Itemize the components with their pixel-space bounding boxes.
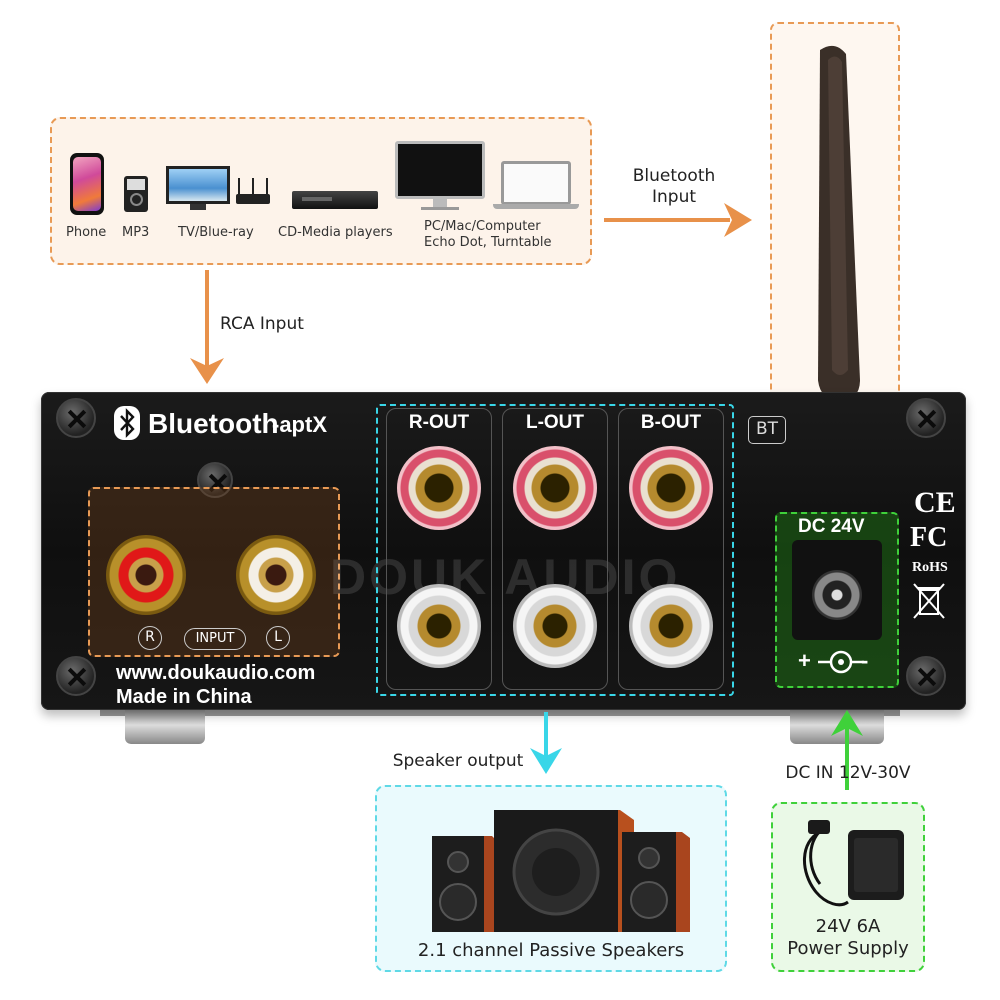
rca-input-label: RCA Input [220, 314, 304, 334]
screw-icon [906, 398, 946, 438]
speaker-output-box [376, 404, 734, 696]
speaker-output-label: Speaker output [392, 751, 524, 771]
dc-arrow-head-icon [831, 710, 863, 736]
binding-post-r-red [397, 446, 481, 530]
binding-post-l-black [513, 584, 597, 668]
screw-icon [906, 656, 946, 696]
r-out-label: R-OUT [408, 412, 470, 433]
phone-icon [70, 153, 104, 215]
device-label-computer: PC/Mac/Computer [424, 219, 541, 234]
binding-post-l-red [513, 446, 597, 530]
rca-arrow-head-icon [190, 358, 224, 384]
weee-bin-icon [913, 583, 945, 619]
brand-suffix: -aptX [272, 412, 327, 437]
bluetooth-logo-icon [114, 406, 140, 440]
bluetooth-input-label: Bluetooth Input [632, 166, 716, 207]
tv-router-icon [166, 166, 272, 212]
fc-mark: FC [910, 522, 948, 553]
dc-arrow [845, 726, 849, 790]
binding-post-r-black [397, 584, 481, 668]
amp-feet [100, 706, 900, 716]
made-in-text: Made in China [116, 686, 252, 708]
website-text: www.doukaudio.com [116, 662, 316, 684]
mp3-player-icon [124, 176, 148, 212]
screw-icon [56, 398, 96, 438]
screw-icon [56, 656, 96, 696]
source-devices-box: Phone MP3 TV/Blue-ray CD-Media players P… [50, 117, 592, 265]
device-label-tv: TV/Blue-ray [178, 225, 254, 240]
screw-icon [197, 462, 233, 498]
device-label-echo: Echo Dot, Turntable [424, 235, 552, 250]
bt-label: BT [748, 416, 786, 444]
bluetooth-arrow-head-icon [724, 203, 752, 237]
device-label-mp3: MP3 [122, 225, 150, 240]
power-adapter-icon [803, 820, 904, 907]
speaker-arrow-head-icon [530, 748, 562, 774]
rca-jack-right [106, 535, 186, 615]
input-l-label: L [266, 626, 290, 650]
input-r-label: R [138, 626, 162, 650]
device-label-cd: CD-Media players [278, 225, 393, 240]
speakers-icon [432, 810, 690, 932]
cd-player-icon [292, 191, 378, 209]
b-out-label: B-OUT [640, 412, 702, 433]
input-label: INPUT [184, 628, 246, 650]
speaker-arrow [544, 712, 548, 756]
binding-post-b-red [629, 446, 713, 530]
dc-24v-label: DC 24V [798, 516, 865, 537]
brand-name: Bluetooth [148, 408, 279, 439]
dc-jack-icon [792, 540, 882, 640]
l-out-label: L-OUT [525, 412, 585, 433]
dc-in-label: DC IN 12V-30V [785, 763, 911, 783]
rca-arrow [205, 270, 209, 366]
output-column-b [618, 408, 724, 690]
watermark-text: DOUK AUDIO [330, 549, 681, 605]
bluetooth-arrow [604, 218, 730, 222]
output-column-r [386, 408, 492, 690]
polarity-icon [818, 650, 864, 674]
amp-foot-left [125, 706, 205, 744]
binding-post-b-black [629, 584, 713, 668]
rca-jack-left [236, 535, 316, 615]
device-label-phone: Phone [66, 225, 107, 240]
rohs-mark: RoHS [912, 560, 948, 575]
ce-mark: CE [914, 486, 956, 519]
computer-laptop-icon [395, 141, 585, 219]
output-column-l [502, 408, 608, 690]
amp-foot-right [790, 706, 884, 744]
speakers-caption: 2.1 channel Passive Speakers [417, 940, 685, 961]
power-supply-caption: 24V 6A Power Supply [787, 916, 909, 959]
